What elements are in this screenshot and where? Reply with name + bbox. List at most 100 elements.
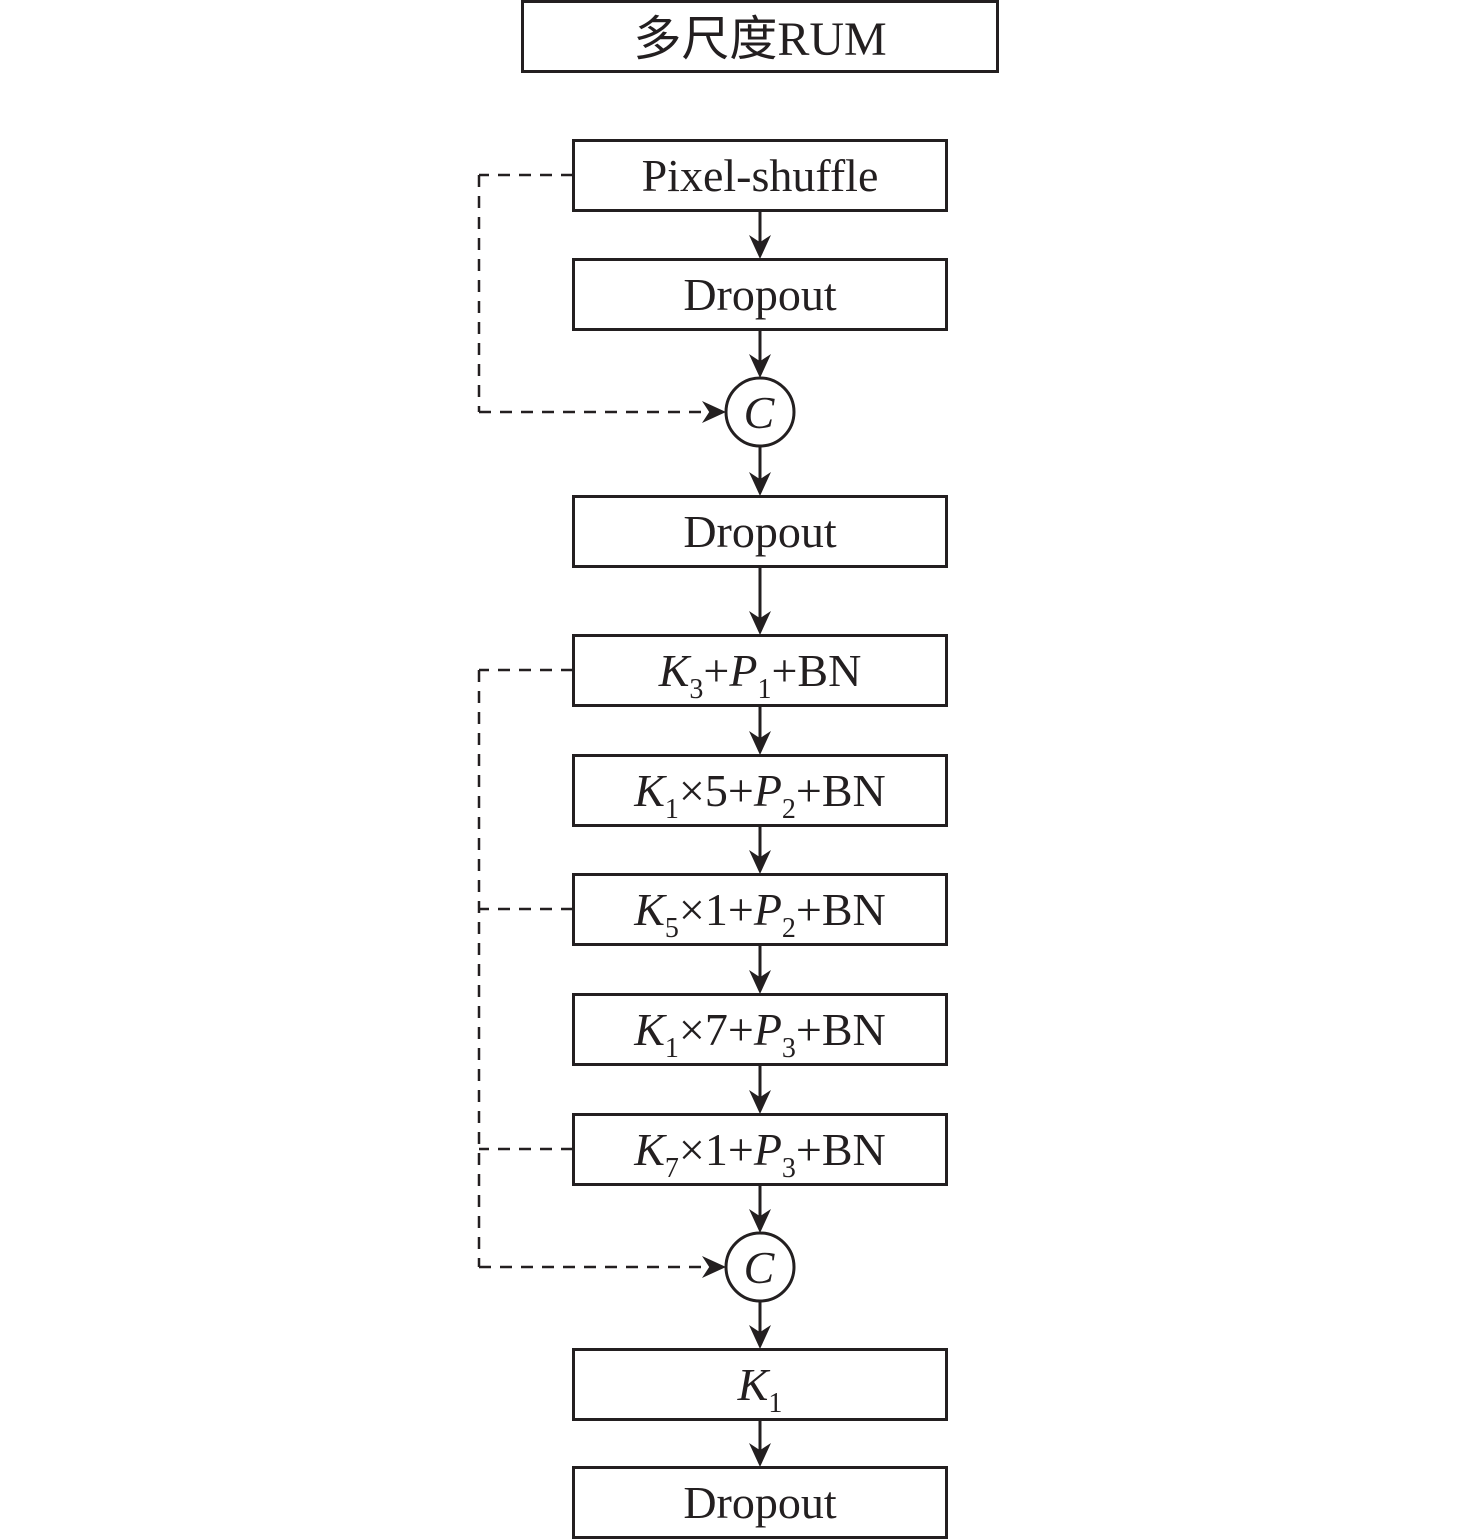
skip-arrow-head: [702, 401, 726, 423]
label-part: K: [633, 1124, 667, 1175]
arrow-head: [749, 1325, 771, 1349]
concat-label: C: [744, 387, 776, 438]
label-part: ×1+: [679, 1124, 754, 1175]
node-box: [572, 873, 948, 946]
node-label: K5×1+P2+BN: [633, 884, 886, 944]
node-label: K7×1+P3+BN: [633, 1124, 886, 1184]
node-label: K3+P1+BN: [658, 645, 862, 705]
subscript: 2: [782, 794, 796, 825]
arrow-head: [749, 472, 771, 496]
label-part: ×7+: [679, 1004, 754, 1055]
node-box: [572, 139, 948, 212]
label-part: +BN: [796, 1004, 886, 1055]
label-part: K: [658, 645, 692, 696]
node-label: Dropout: [683, 506, 837, 557]
node-box: [572, 634, 948, 707]
subscript: 1: [665, 794, 679, 825]
label-part: +BN: [796, 884, 886, 935]
edge-k7x1-p3-bn-to-concat-2: [749, 1184, 771, 1233]
node-box: [572, 495, 948, 568]
edge-dropout-2-to-k3-p1-bn: [749, 566, 771, 635]
node-box: [572, 1348, 948, 1421]
node-k7x1-p3-bn: K7×1+P3+BN: [572, 1113, 948, 1186]
skip-to-concat-1: [477, 173, 726, 423]
node-k1: K1: [572, 1348, 948, 1421]
node-k1x7-p3-bn: K1×7+P3+BN: [572, 993, 948, 1066]
node-box: [572, 1113, 948, 1186]
label-part: +BN: [796, 1124, 886, 1175]
node-box: [572, 258, 948, 331]
label-part: K: [633, 1004, 667, 1055]
node-label: Dropout: [683, 1477, 837, 1528]
title-box: 多尺度RUM: [521, 0, 999, 73]
subscript: 7: [665, 1153, 679, 1184]
arrow-head: [749, 850, 771, 874]
label-part: P: [753, 884, 782, 935]
label-part: K: [633, 884, 667, 935]
label-part: +BN: [771, 645, 861, 696]
arrow-head: [749, 1209, 771, 1233]
concat-label: C: [744, 1242, 776, 1293]
diagram-title: 多尺度RUM: [633, 13, 886, 66]
label-part: P: [728, 645, 757, 696]
node-concat-1: C: [724, 376, 796, 448]
node-label: Pixel-shuffle: [642, 150, 879, 201]
arrow-head: [749, 235, 771, 259]
label-part: Dropout: [683, 506, 837, 557]
label-part: P: [753, 1004, 782, 1055]
label-part: ×1+: [679, 884, 754, 935]
edge-concat-1-to-dropout-2: [749, 446, 771, 496]
node-k1x5-p2-bn: K1×5+P2+BN: [572, 754, 948, 827]
edge-k1x5-p2-bn-to-k5x1-p2-bn: [749, 825, 771, 874]
arrow-head: [749, 611, 771, 635]
subscript: 3: [689, 674, 703, 705]
node-label: K1×5+P2+BN: [633, 765, 886, 825]
label-part: K: [737, 1359, 771, 1410]
edges-layer: [477, 173, 771, 1467]
edge-k1x7-p3-bn-to-k7x1-p3-bn: [749, 1064, 771, 1114]
label-part: K: [633, 765, 667, 816]
node-label: K1: [737, 1359, 783, 1419]
subscript: 1: [768, 1388, 782, 1419]
label-part: ×5+: [679, 765, 754, 816]
edge-k1-to-dropout-3: [749, 1419, 771, 1467]
skip-arrow-head: [702, 1256, 726, 1278]
node-box: [572, 1466, 948, 1539]
label-part: P: [753, 1124, 782, 1175]
label-part: P: [753, 765, 782, 816]
edge-k5x1-p2-bn-to-k1x7-p3-bn: [749, 944, 771, 994]
arrow-head: [749, 1090, 771, 1114]
label-part: +: [703, 645, 729, 696]
label-part: Pixel-shuffle: [642, 150, 879, 201]
arrow-head: [749, 970, 771, 994]
node-label: Dropout: [683, 269, 837, 320]
node-dropout-3: Dropout: [572, 1466, 948, 1539]
subscript: 1: [665, 1033, 679, 1064]
subscript: 5: [665, 913, 679, 944]
edge-k3-p1-bn-to-k1x5-p2-bn: [749, 705, 771, 755]
node-dropout-2: Dropout: [572, 495, 948, 568]
edge-pixel-shuffle-to-dropout-1: [749, 210, 771, 259]
node-label: K1×7+P3+BN: [633, 1004, 886, 1064]
node-k3-p1-bn: K3+P1+BN: [572, 634, 948, 707]
nodes-layer: Pixel-shuffleDropoutCDropoutK3+P1+BNK1×5…: [572, 139, 948, 1539]
node-pixel-shuffle: Pixel-shuffle: [572, 139, 948, 212]
arrow-head: [749, 731, 771, 755]
label-part: Dropout: [683, 1477, 837, 1528]
edge-concat-2-to-k1: [749, 1301, 771, 1349]
subscript: 2: [782, 913, 796, 944]
concat-circle: [724, 376, 796, 448]
arrow-head: [749, 354, 771, 378]
node-concat-2: C: [724, 1231, 796, 1303]
label-part: +BN: [796, 765, 886, 816]
skip-to-concat-2: [477, 668, 726, 1278]
concat-circle: [724, 1231, 796, 1303]
subscript: 3: [782, 1033, 796, 1064]
arrow-head: [749, 1443, 771, 1467]
node-k5x1-p2-bn: K5×1+P2+BN: [572, 873, 948, 946]
subscript: 3: [782, 1153, 796, 1184]
node-box: [572, 754, 948, 827]
subscript: 1: [757, 674, 771, 705]
node-box: [572, 993, 948, 1066]
